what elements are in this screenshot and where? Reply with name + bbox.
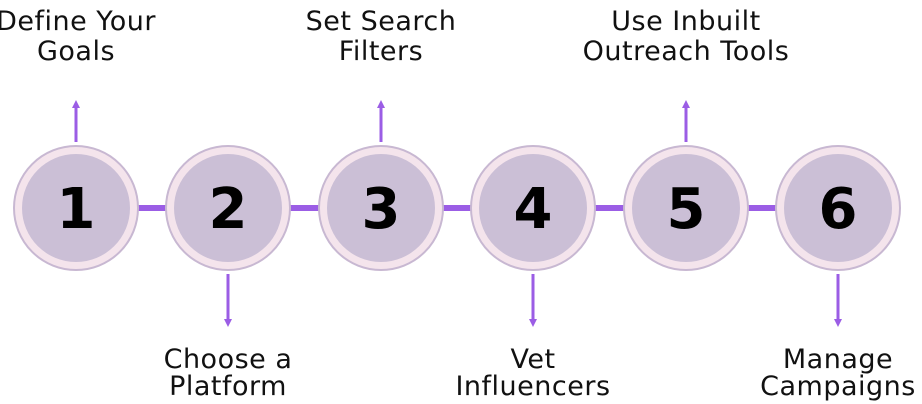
step-label-4-line-1: Vet	[510, 344, 555, 375]
step-circle-1: 1	[13, 145, 139, 271]
step-circle-fill	[22, 154, 130, 262]
step-circles: 1 2 3 4 5 6	[13, 145, 901, 271]
step-label-3-line-2: Filters	[339, 36, 423, 67]
step-circle-5: 5	[623, 145, 749, 271]
step-circle-2: 2	[165, 145, 291, 271]
step-circle-4: 4	[470, 145, 596, 271]
step-circle-fill	[327, 154, 435, 262]
step-number-4: 4	[514, 177, 553, 242]
step-number-6: 6	[819, 177, 858, 242]
step-label-3-line-1: Set Search	[306, 6, 457, 37]
step-label-5-line-2: Outreach Tools	[583, 36, 790, 67]
step-label-1-line-1: Define Your	[0, 6, 156, 37]
step-number-5: 5	[667, 177, 706, 242]
step-circle-fill	[174, 154, 282, 262]
step-number-2: 2	[209, 177, 248, 242]
step-number-3: 3	[362, 177, 401, 242]
step-number-1: 1	[57, 177, 96, 242]
step-label-2-line-1: Choose a	[164, 344, 293, 375]
step-label-4-line-2: Influencers	[455, 371, 610, 402]
step-arrows	[72, 100, 842, 327]
step-circle-3: 3	[318, 145, 444, 271]
step-label-1-line-2: Goals	[37, 36, 115, 67]
step-circle-fill	[784, 154, 892, 262]
step-circle-fill	[632, 154, 740, 262]
step-label-6-line-2: Campaigns	[760, 371, 916, 402]
step-label-5-line-1: Use Inbuilt	[611, 6, 760, 37]
step-circle-6: 6	[775, 145, 901, 271]
step-circle-fill	[479, 154, 587, 262]
step-label-6-line-1: Manage	[783, 344, 893, 375]
step-label-2-line-2: Platform	[169, 371, 287, 402]
